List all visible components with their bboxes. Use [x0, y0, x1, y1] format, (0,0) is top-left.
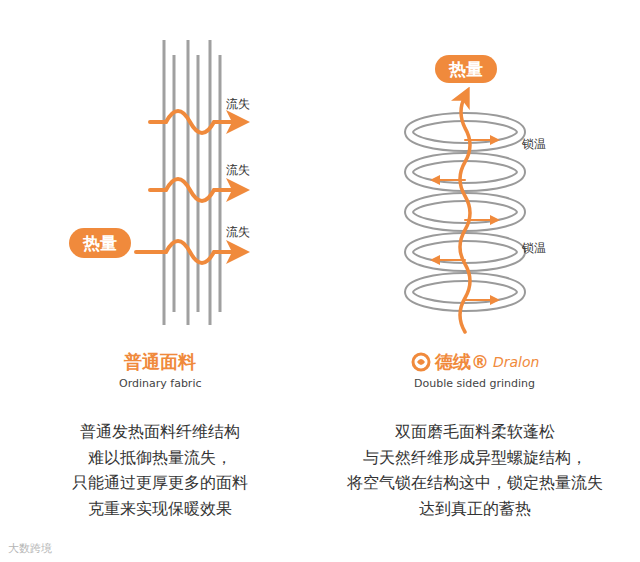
dralon-logo: 德绒®Dralon — [411, 350, 539, 374]
pill-label: 热量 — [69, 232, 131, 255]
lock-label: 锁温 — [522, 240, 546, 257]
watermark: 大数跨境 — [8, 541, 52, 556]
fabric-title: 普通面料 — [124, 350, 196, 374]
spiral-fiber — [409, 117, 521, 307]
brand-name: 德绒® — [435, 350, 489, 374]
fabric-subtitle: Ordinary fabric — [119, 377, 202, 390]
loss-label: 流失 — [226, 224, 250, 241]
logo-icon — [411, 352, 431, 372]
dralon-description: 双面磨毛面料柔软蓬松 与天然纤维形成异型螺旋结构， 将空气锁在结构这中，锁定热量… — [335, 419, 615, 521]
fabric-description: 普通发热面料纤维结构 难以抵御热量流失， 只能通过更厚更多的面料 克重来实现保暖… — [60, 419, 260, 521]
lock-label: 锁温 — [522, 136, 546, 153]
dralon-subtitle: Double sided grinding — [414, 377, 535, 390]
loss-label: 流失 — [226, 96, 250, 113]
heat-flow-arrows — [136, 111, 238, 263]
heat-pill: 热量 — [435, 55, 497, 83]
heat-lock-arrows — [435, 96, 495, 332]
loss-label: 流失 — [226, 162, 250, 179]
pill-label: 热量 — [435, 58, 497, 81]
heat-pill: 热量 — [69, 228, 131, 258]
brand-latin: Dralon — [493, 354, 539, 370]
